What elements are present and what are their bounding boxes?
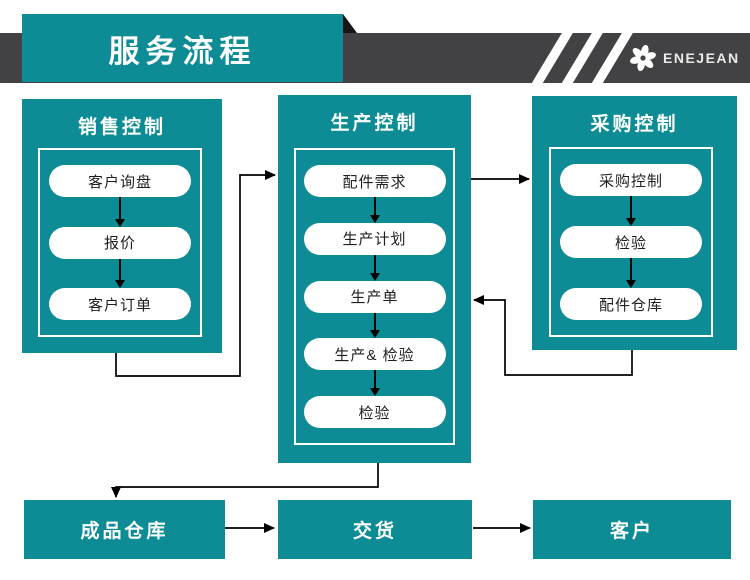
brand-logo: ENEJEAN — [630, 44, 740, 72]
step-pill-purchase-control: 采购控制 — [560, 164, 702, 196]
step-pill-inspection: 检验 — [303, 396, 446, 428]
step-pill-customer-order: 客户订单 — [49, 288, 191, 320]
step-pill-production-and-inspection: 生产& 检验 — [303, 338, 446, 371]
finished-goods-warehouse-label: 成品仓库 — [80, 521, 169, 542]
title-box-corner-shadow — [343, 14, 357, 33]
page-title: 服务流程 — [108, 33, 257, 69]
step-pill-customer-inquiry: 客户询盘 — [49, 165, 191, 197]
step-pill-parts-warehouse: 配件仓库 — [560, 288, 702, 320]
down-arrow-icon — [369, 312, 380, 339]
sales-control-box: 销售控制 客户询盘 报价 客户订单 — [22, 99, 222, 353]
step-pill-inspection: 检验 — [560, 226, 702, 258]
sales-steps-frame: 客户询盘 报价 客户订单 — [38, 148, 202, 337]
down-arrow-icon — [626, 196, 636, 226]
down-arrow-icon — [369, 370, 380, 396]
down-arrow-icon — [626, 258, 636, 288]
purchase-steps-frame: 采购控制 检验 配件仓库 — [549, 147, 713, 337]
delivery-label: 交货 — [352, 521, 397, 542]
production-steps-frame: 配件需求 生产计划 生产单 生产& 检验 检验 — [294, 148, 455, 445]
step-pill-quotation: 报价 — [49, 226, 191, 259]
down-arrow-icon — [369, 254, 380, 281]
arrow-production-to-warehouse — [111, 463, 379, 498]
brand-name: ENEJEAN — [663, 50, 740, 66]
page-title-box: 服务流程 — [22, 14, 343, 82]
step-pill-parts-demand: 配件需求 — [303, 165, 446, 197]
delivery-box: 交货 — [278, 500, 472, 559]
step-pill-production-plan: 生产计划 — [303, 222, 446, 255]
down-arrow-icon — [115, 197, 125, 227]
customer-label: 客户 — [609, 521, 654, 542]
step-pill-production-order: 生产单 — [303, 280, 446, 313]
purchase-control-box: 采购控制 采购控制 检验 配件仓库 — [532, 96, 737, 350]
customer-box: 客户 — [533, 500, 731, 559]
down-arrow-icon — [115, 258, 125, 288]
sales-control-title: 销售控制 — [77, 117, 166, 138]
production-control-box: 生产控制 配件需求 生产计划 生产单 生产& 检验 检验 — [278, 95, 471, 463]
pinwheel-flower-icon — [630, 45, 656, 71]
production-control-title: 生产控制 — [330, 113, 419, 134]
down-arrow-icon — [369, 197, 380, 223]
purchase-control-title: 采购控制 — [590, 114, 679, 135]
finished-goods-warehouse-box: 成品仓库 — [24, 500, 225, 559]
